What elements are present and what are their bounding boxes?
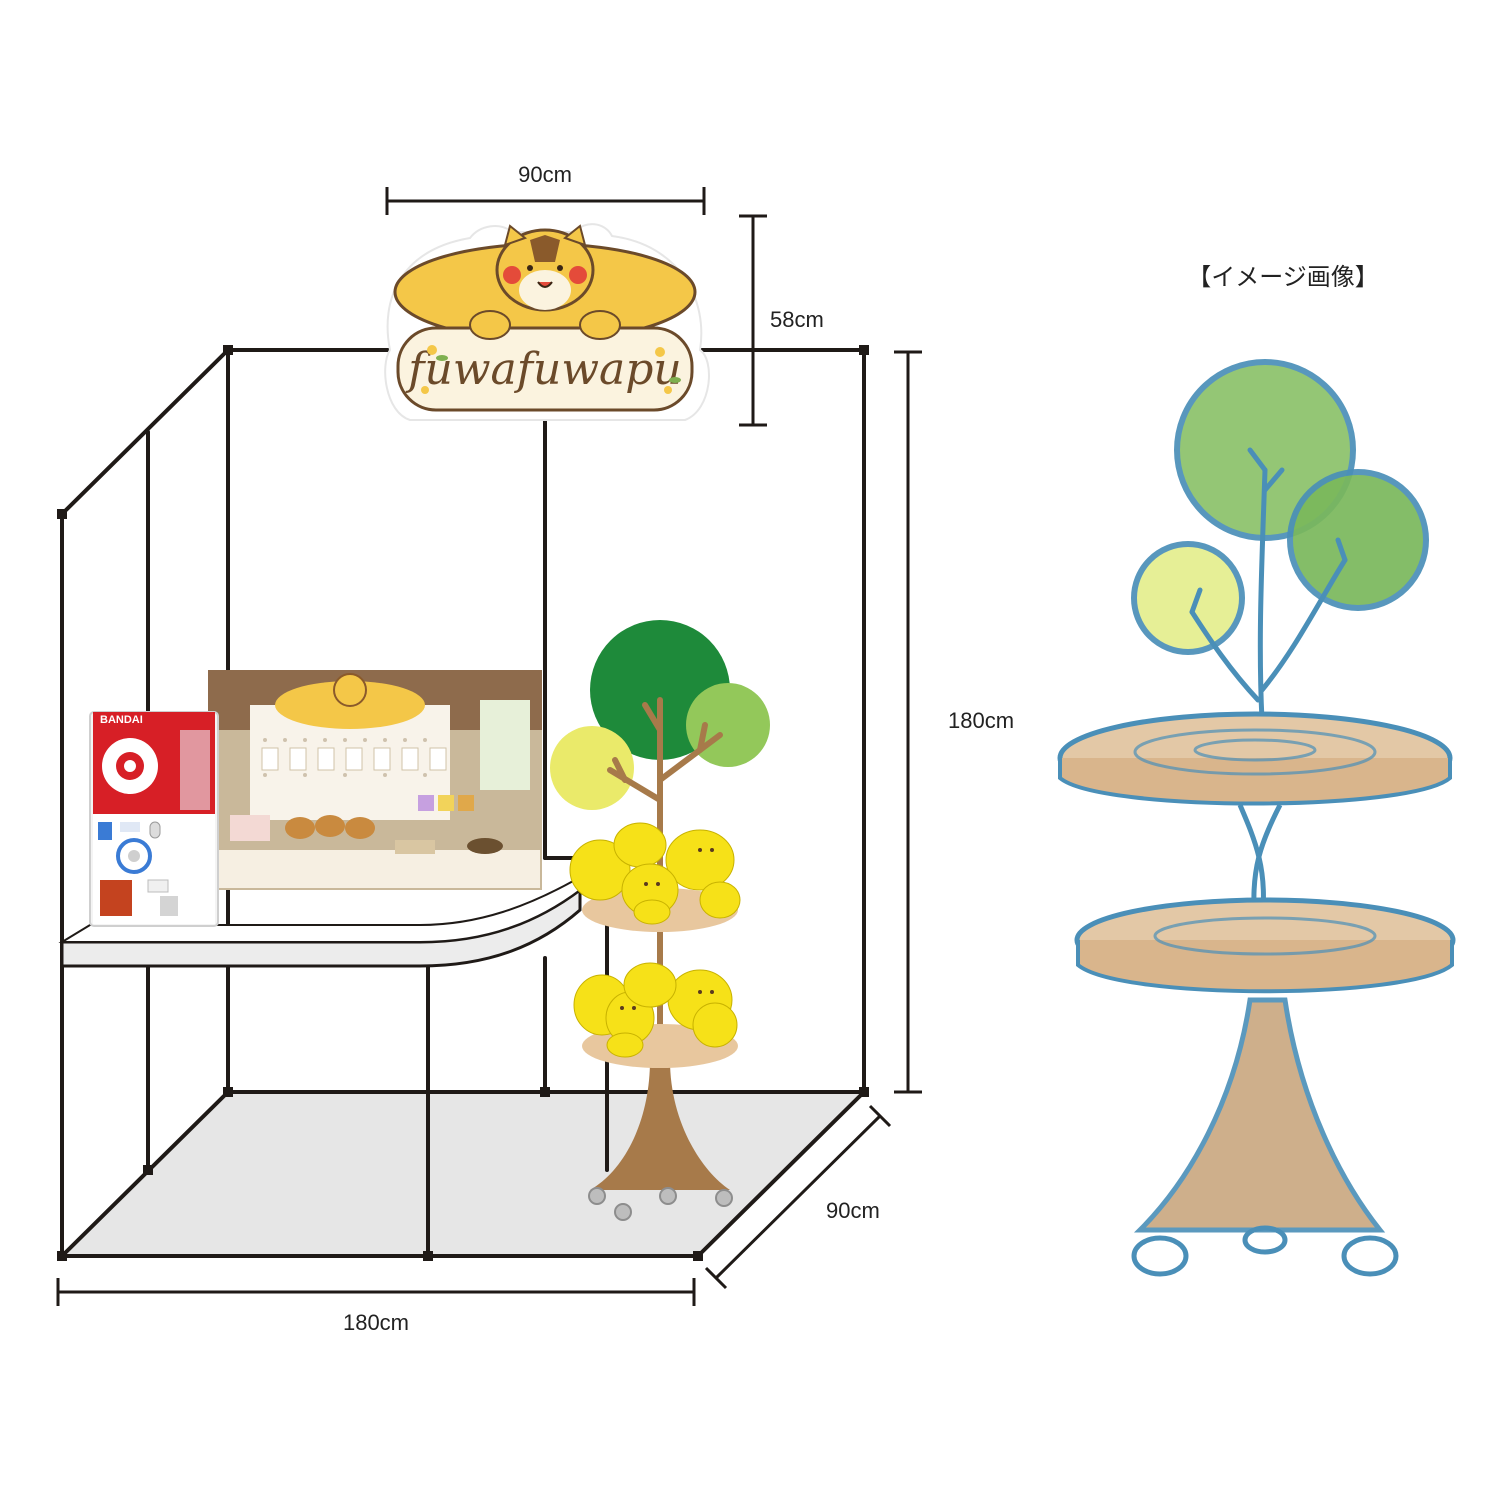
sketch-tree-stand: [1057, 359, 1456, 1277]
tree-display-stand: [550, 620, 770, 1221]
booth-height-label: 180cm: [948, 708, 1014, 733]
sign-flower-decor: [421, 345, 672, 394]
image-caption: 【イメージ画像】: [1187, 263, 1379, 291]
tree-foliage-yellow: [550, 726, 634, 810]
booth-depth-label: 90cm: [826, 1198, 880, 1223]
booth-width-label: 180cm: [343, 1310, 409, 1335]
stand-wheels: [588, 1187, 733, 1221]
sketch-wheels: [1131, 1225, 1399, 1277]
gashapon-brand: BANDAI: [100, 714, 143, 726]
sign-height-label: 58cm: [770, 307, 824, 332]
dimension-lines: [56, 187, 922, 1306]
sketch-base: [1133, 997, 1386, 1233]
tree-trunk: [590, 1060, 730, 1190]
sign-logo-text: fuwafuwapu: [405, 344, 682, 395]
merchandise-display-photo: [208, 670, 542, 890]
sign-name-board: [396, 326, 694, 412]
booth-sign: fuwafuwapu: [384, 223, 710, 421]
gashapon-machine: BANDAI: [89, 711, 219, 927]
plush-group-upper: [569, 822, 741, 925]
sketch-foliage-left: [1131, 541, 1245, 655]
booth-floor: [62, 1092, 864, 1256]
sketch-foliage-right: [1287, 469, 1429, 611]
plush-group-lower: [573, 962, 738, 1058]
sign-width-label: 90cm: [518, 162, 572, 187]
